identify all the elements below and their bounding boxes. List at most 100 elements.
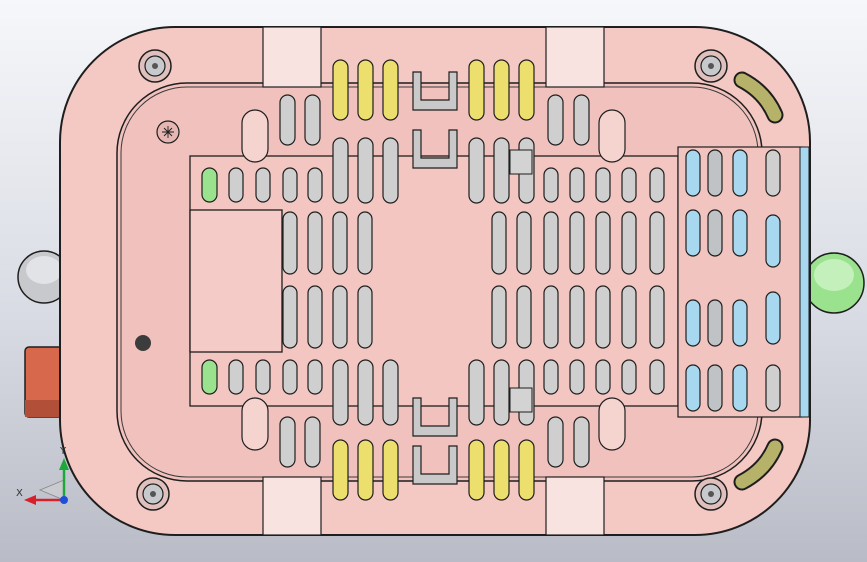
slot-hole <box>493 359 510 426</box>
slot-hole <box>621 211 637 275</box>
slot-hole <box>621 167 637 203</box>
slot-hole <box>569 211 585 275</box>
slot-hole <box>307 359 323 395</box>
slot-hole <box>201 359 218 395</box>
slot-hole <box>685 149 701 197</box>
bolt-icon <box>138 49 172 83</box>
slot-hole <box>621 359 637 395</box>
slot-hole <box>468 359 485 426</box>
slot-hole <box>569 359 585 395</box>
slot-hole <box>468 59 485 121</box>
clip-bracket <box>412 397 458 437</box>
slot-hole <box>518 439 535 501</box>
slot-hole <box>543 211 559 275</box>
slot-hole <box>543 359 559 395</box>
slot-hole <box>598 109 626 163</box>
slot-hole <box>382 137 399 204</box>
slot-hole <box>332 439 349 501</box>
slot-hole <box>707 299 723 347</box>
slot-hole <box>279 94 296 146</box>
clip-bracket <box>412 445 458 485</box>
slot-hole <box>241 109 269 163</box>
copper-fitting-shadow <box>25 400 65 417</box>
slot-hole <box>493 137 510 204</box>
slot-hole <box>573 94 590 146</box>
slot-hole <box>595 211 611 275</box>
slot-hole <box>765 291 781 345</box>
slot-hole <box>621 285 637 349</box>
slot-hole <box>282 359 298 395</box>
slot-hole <box>307 167 323 203</box>
slot-hole <box>765 149 781 197</box>
slot-hole <box>382 439 399 501</box>
rail-bottom-left <box>262 476 322 536</box>
slot-hole <box>282 167 298 203</box>
slot-hole <box>304 94 321 146</box>
slot-hole <box>595 167 611 203</box>
slot-hole <box>228 167 244 203</box>
slot-hole <box>307 211 323 275</box>
rail-bottom-right <box>545 476 605 536</box>
slot-hole <box>255 359 271 395</box>
left-block <box>189 209 283 353</box>
slot-hole <box>685 209 701 257</box>
bolt-icon <box>136 477 170 511</box>
slot-hole <box>304 416 321 468</box>
slot-hole <box>228 359 244 395</box>
bolt-icon <box>694 49 728 83</box>
slot-hole <box>649 285 665 349</box>
slot-hole <box>649 359 665 395</box>
slot-hole <box>732 209 748 257</box>
slot-hole <box>332 211 348 275</box>
slot-hole <box>516 285 532 349</box>
slot-hole <box>765 214 781 268</box>
bolt-icon <box>694 477 728 511</box>
slot-hole <box>518 59 535 121</box>
slot-hole <box>765 364 781 412</box>
slot-hole <box>382 59 399 121</box>
green-fitting-highlight <box>814 259 854 291</box>
slot-hole <box>707 364 723 412</box>
slot-hole <box>332 285 348 349</box>
slot-hole <box>573 416 590 468</box>
left-knob-inner <box>26 256 62 284</box>
slot-hole <box>255 167 271 203</box>
rail-top-left <box>262 26 322 88</box>
slot-hole <box>201 167 218 203</box>
slot-hole <box>282 285 298 349</box>
slot-hole <box>595 359 611 395</box>
slot-hole <box>569 167 585 203</box>
slot-hole <box>649 167 665 203</box>
slot-hole <box>357 439 374 501</box>
slot-hole <box>598 397 626 451</box>
slot-hole <box>732 149 748 197</box>
slot-hole <box>307 285 323 349</box>
slot-hole <box>382 359 399 426</box>
triad-y-label: Y <box>59 446 67 457</box>
locating-pin <box>135 335 151 351</box>
slot-hole <box>543 167 559 203</box>
slot-hole <box>516 211 532 275</box>
triad-x-label: X <box>16 488 23 499</box>
slot-hole <box>685 299 701 347</box>
slot-hole <box>241 397 269 451</box>
arc-slot-top-fill <box>735 73 782 122</box>
slot-hole <box>282 211 298 275</box>
arc-slot-bottom-fill <box>735 440 782 489</box>
rail-top-right <box>545 26 605 88</box>
slot-hole <box>707 209 723 257</box>
latch <box>509 387 533 413</box>
slot-hole <box>357 211 373 275</box>
sprue-star <box>162 126 174 138</box>
slot-hole <box>332 59 349 121</box>
slot-hole <box>493 439 510 501</box>
slot-hole <box>468 137 485 204</box>
latch <box>509 149 533 175</box>
slot-hole <box>468 439 485 501</box>
slot-hole <box>707 149 723 197</box>
clip-bracket <box>412 71 458 111</box>
right-edge-strip <box>799 146 810 418</box>
clip-bracket <box>412 129 458 169</box>
